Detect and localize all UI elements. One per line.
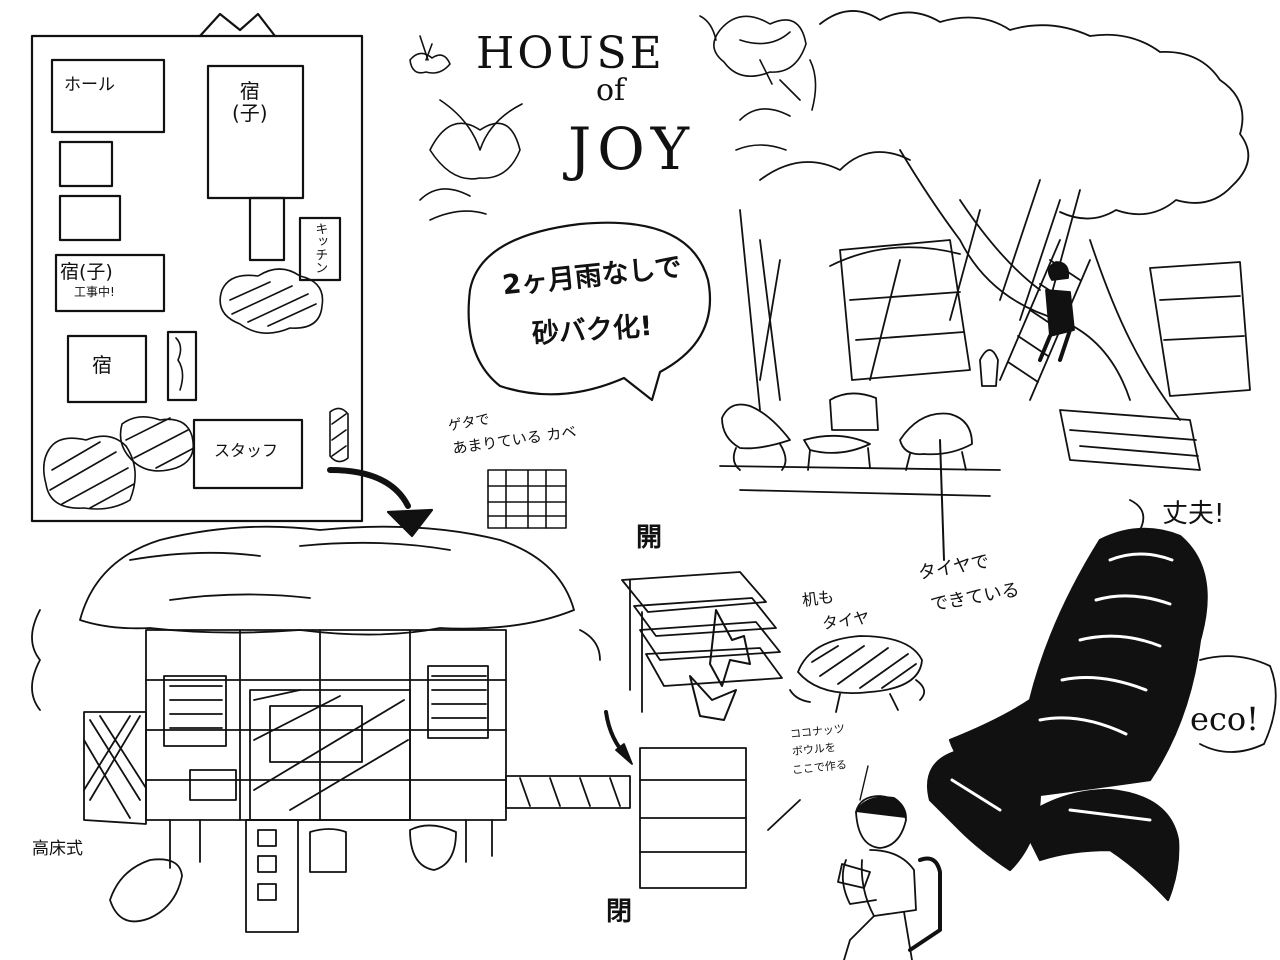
plan-label-under-construction: 工事中! — [74, 285, 115, 299]
plan-hall-room — [50, 58, 166, 134]
plan-kitchen-room — [298, 216, 342, 282]
plan-entrance — [198, 12, 277, 38]
speech-bubble — [467, 221, 712, 402]
tire-pointer-line — [939, 439, 945, 561]
wall-sample — [487, 469, 567, 529]
plan-small-room-2 — [58, 194, 122, 242]
title-line-of: of — [596, 73, 626, 108]
shutter-diagram — [604, 571, 801, 889]
plan-inn-room — [66, 334, 148, 404]
plan-label-kitchen: キッチン — [312, 222, 328, 274]
plan-pillar-box — [166, 330, 198, 402]
squiggle-sturdy — [1129, 499, 1145, 531]
sitting-person — [837, 765, 942, 960]
plan-corridor — [248, 196, 286, 262]
tire-table — [789, 635, 926, 713]
plan-label-staff: スタッフ — [214, 441, 279, 460]
plan-label-inn-construction: 宿(子) — [60, 261, 113, 283]
floor-plan — [30, 12, 364, 523]
note-open: 開 — [636, 523, 663, 553]
plan-label-inn: 宿 — [92, 353, 112, 377]
tire-chair — [927, 527, 1208, 902]
plan-bushes — [42, 268, 349, 510]
background-scene — [719, 10, 1251, 497]
note-sturdy: 丈夫! — [1162, 499, 1225, 529]
plan-label-hall: ホール — [64, 75, 115, 95]
note-eco: eco! — [1190, 700, 1259, 738]
title-line-house: HOUSE — [476, 28, 665, 79]
plan-label-inn-kids: 宿 (子) — [232, 79, 268, 125]
plan-to-house-arrow — [327, 467, 434, 538]
stilt-house — [31, 525, 631, 933]
plan-outline — [30, 34, 364, 523]
squiggle-eco — [1199, 655, 1277, 753]
plan-staff-room — [192, 418, 304, 490]
plan-small-room-1 — [58, 140, 114, 188]
note-closed: 閉 — [606, 897, 633, 927]
note-stilts: 高床式 — [32, 839, 83, 859]
title-flowers — [409, 15, 817, 221]
plan-inn-construction-room — [54, 253, 166, 313]
title-line-joy: JOY — [568, 115, 696, 183]
